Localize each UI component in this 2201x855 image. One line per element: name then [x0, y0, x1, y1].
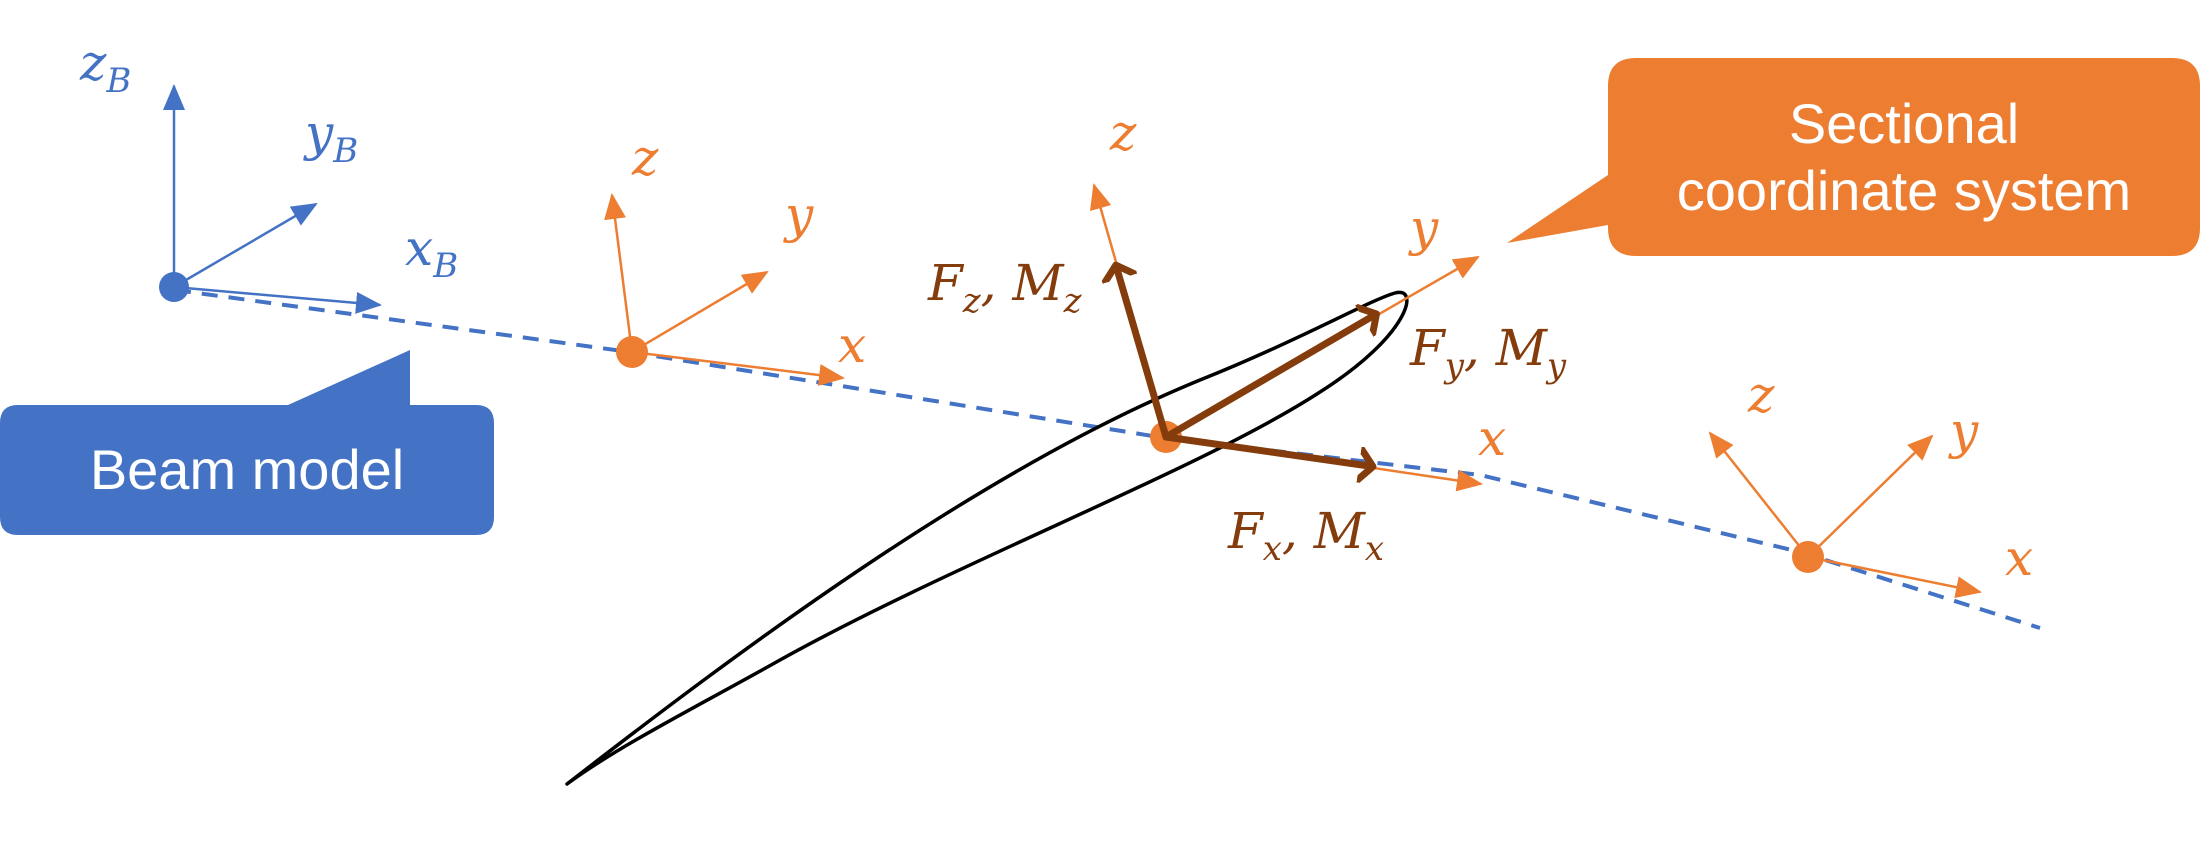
force-x-label: Fx, Mx [1227, 502, 1384, 569]
beam-origin-node [159, 272, 189, 302]
section3-x-label: x [2005, 529, 2033, 587]
beam-model-label: Beam model [0, 405, 494, 535]
beam-y-label: yB [303, 104, 358, 171]
section-frame-3: z y x [1708, 366, 2033, 598]
force-y-label: Fy, My [1409, 319, 1567, 386]
section-frame-1: z y x [604, 129, 866, 386]
beam-model-callout [0, 350, 494, 535]
section3-y-label: y [1948, 402, 1979, 460]
sectional-line1-text: Sectional [1788, 91, 2020, 155]
airfoil-outline [565, 290, 1409, 786]
beam-x-label: xB [405, 219, 458, 286]
section2-x-label: x [1478, 409, 1506, 467]
section1-x-axis-arrow [631, 350, 845, 386]
force-x-arrow [1162, 433, 1369, 466]
sectional-coordinate-callout [1507, 58, 2200, 256]
beam-z-label: zB [79, 34, 131, 101]
section3-z-axis-arrow [1708, 431, 1809, 558]
section3-z-label: z [1747, 366, 1775, 424]
section1-origin-node [616, 336, 648, 368]
section1-z-axis-arrow [604, 193, 634, 353]
section3-origin-node [1792, 541, 1824, 573]
sectional-coordinate-label: Sectional coordinate system [1608, 58, 2200, 256]
section2-y-label: y [1408, 199, 1439, 257]
force-y-arrow [1162, 316, 1373, 441]
beam-model-text: Beam model [89, 438, 405, 502]
section1-y-axis-arrow [631, 270, 769, 354]
section3-x-axis-arrow [1807, 555, 1982, 598]
section3-y-axis-arrow [1807, 434, 1934, 558]
beam-y-axis-arrow [173, 202, 318, 289]
sectional-line2-text: coordinate system [1676, 159, 2132, 222]
beam-x-axis-arrow [173, 285, 382, 314]
section1-y-label: y [783, 186, 814, 244]
force-z-label: Fz, Mz [927, 254, 1083, 321]
section1-x-label: x [838, 316, 866, 374]
force-z-arrow [1117, 269, 1170, 441]
section2-z-label: z [1109, 104, 1137, 162]
section1-z-label: z [631, 129, 659, 187]
section-frame-2: z y x Fz, Mz Fy, My Fx, Mx [927, 104, 1567, 569]
beam-frame: zB yB xB [79, 34, 458, 314]
